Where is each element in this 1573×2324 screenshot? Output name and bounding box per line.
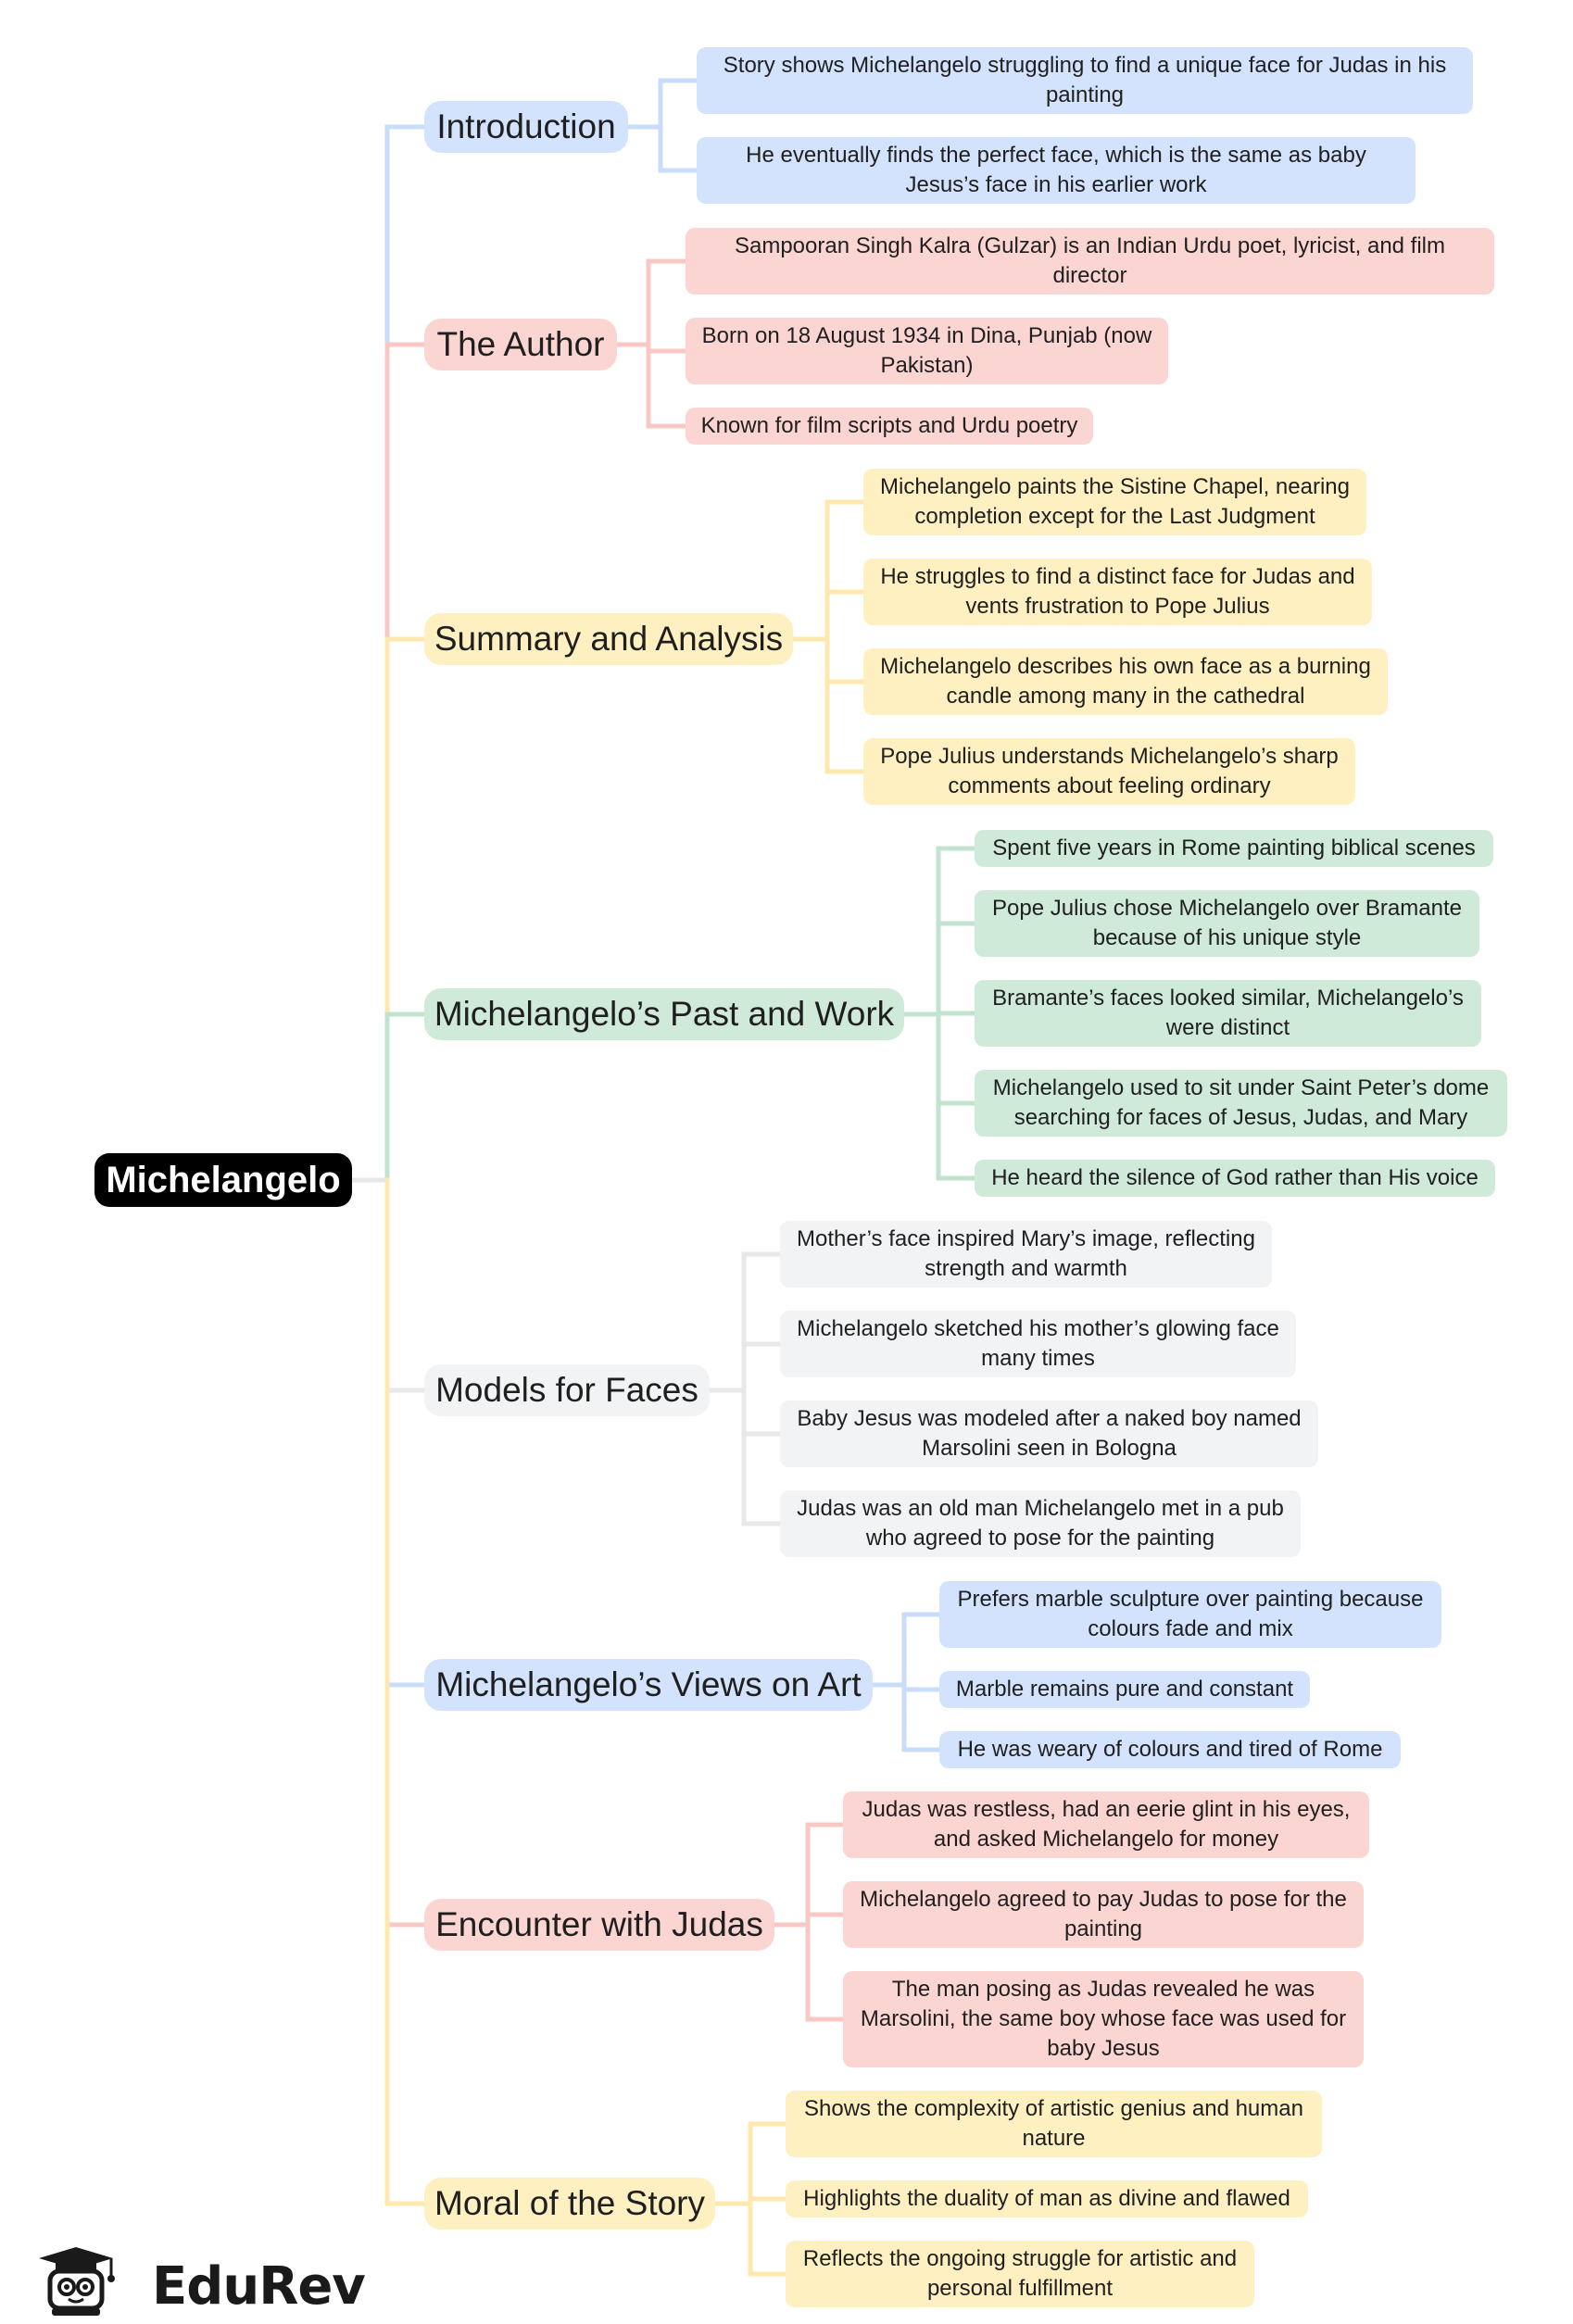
leaf-node: Baby Jesus was modeled after a naked boy… <box>780 1401 1318 1467</box>
leaf-node: Michelangelo used to sit under Saint Pet… <box>975 1070 1507 1137</box>
leaf-node: Prefers marble sculpture over painting b… <box>939 1581 1441 1648</box>
leaf-node: Known for film scripts and Urdu poetry <box>686 408 1093 445</box>
branch-moral-of-the-story: Moral of the Story <box>424 2178 715 2230</box>
leaf-node: He was weary of colours and tired of Rom… <box>939 1731 1401 1768</box>
leaf-node: Pope Julius understands Michelangelo’s s… <box>863 738 1355 805</box>
leaf-node: Judas was an old man Michelangelo met in… <box>780 1490 1301 1557</box>
leaf-node: Michelangelo agreed to pay Judas to pose… <box>843 1881 1364 1948</box>
leaf-node: Spent five years in Rome painting biblic… <box>975 830 1493 867</box>
leaf-node: Judas was restless, had an eerie glint i… <box>843 1791 1369 1858</box>
graduate-mascot-icon <box>39 2247 115 2316</box>
branch-encounter-with-judas: Encounter with Judas <box>424 1899 774 1951</box>
branch-michelangelos-past-and-work: Michelangelo’s Past and Work <box>424 988 904 1040</box>
leaf-node: Highlights the duality of man as divine … <box>786 2180 1308 2217</box>
leaf-node: The man posing as Judas revealed he was … <box>843 1971 1364 2067</box>
branch-michelangelos-views-on-art: Michelangelo’s Views on Art <box>424 1659 873 1711</box>
leaf-node: Born on 18 August 1934 in Dina, Punjab (… <box>686 318 1168 384</box>
branch-models-for-faces: Models for Faces <box>424 1364 710 1416</box>
leaf-node: Reflects the ongoing struggle for artist… <box>786 2241 1254 2307</box>
leaf-node: Bramante’s faces looked similar, Michela… <box>975 980 1481 1047</box>
brand-name: EduRev <box>152 2256 366 2317</box>
leaf-node: Mother’s face inspired Mary’s image, ref… <box>780 1221 1272 1288</box>
edurev-logo: EduRev <box>31 2245 366 2319</box>
branch-the-author: The Author <box>424 319 617 371</box>
leaf-node: Pope Julius chose Michelangelo over Bram… <box>975 890 1479 957</box>
leaf-node: He eventually finds the perfect face, wh… <box>697 137 1416 204</box>
leaf-node: He heard the silence of God rather than … <box>975 1160 1495 1197</box>
leaf-node: Story shows Michelangelo struggling to f… <box>697 47 1473 114</box>
leaf-node: Michelangelo paints the Sistine Chapel, … <box>863 469 1366 535</box>
leaf-node: Sampooran Singh Kalra (Gulzar) is an Ind… <box>686 228 1494 295</box>
branch-introduction: Introduction <box>424 101 628 153</box>
branch-summary-and-analysis: Summary and Analysis <box>424 613 793 665</box>
root-node: Michelangelo <box>94 1153 352 1207</box>
leaf-node: Michelangelo describes his own face as a… <box>863 648 1388 715</box>
leaf-node: He struggles to find a distinct face for… <box>863 559 1372 625</box>
leaf-node: Marble remains pure and constant <box>939 1671 1310 1708</box>
leaf-node: Michelangelo sketched his mother’s glowi… <box>780 1311 1296 1377</box>
leaf-node: Shows the complexity of artistic genius … <box>786 2091 1322 2157</box>
